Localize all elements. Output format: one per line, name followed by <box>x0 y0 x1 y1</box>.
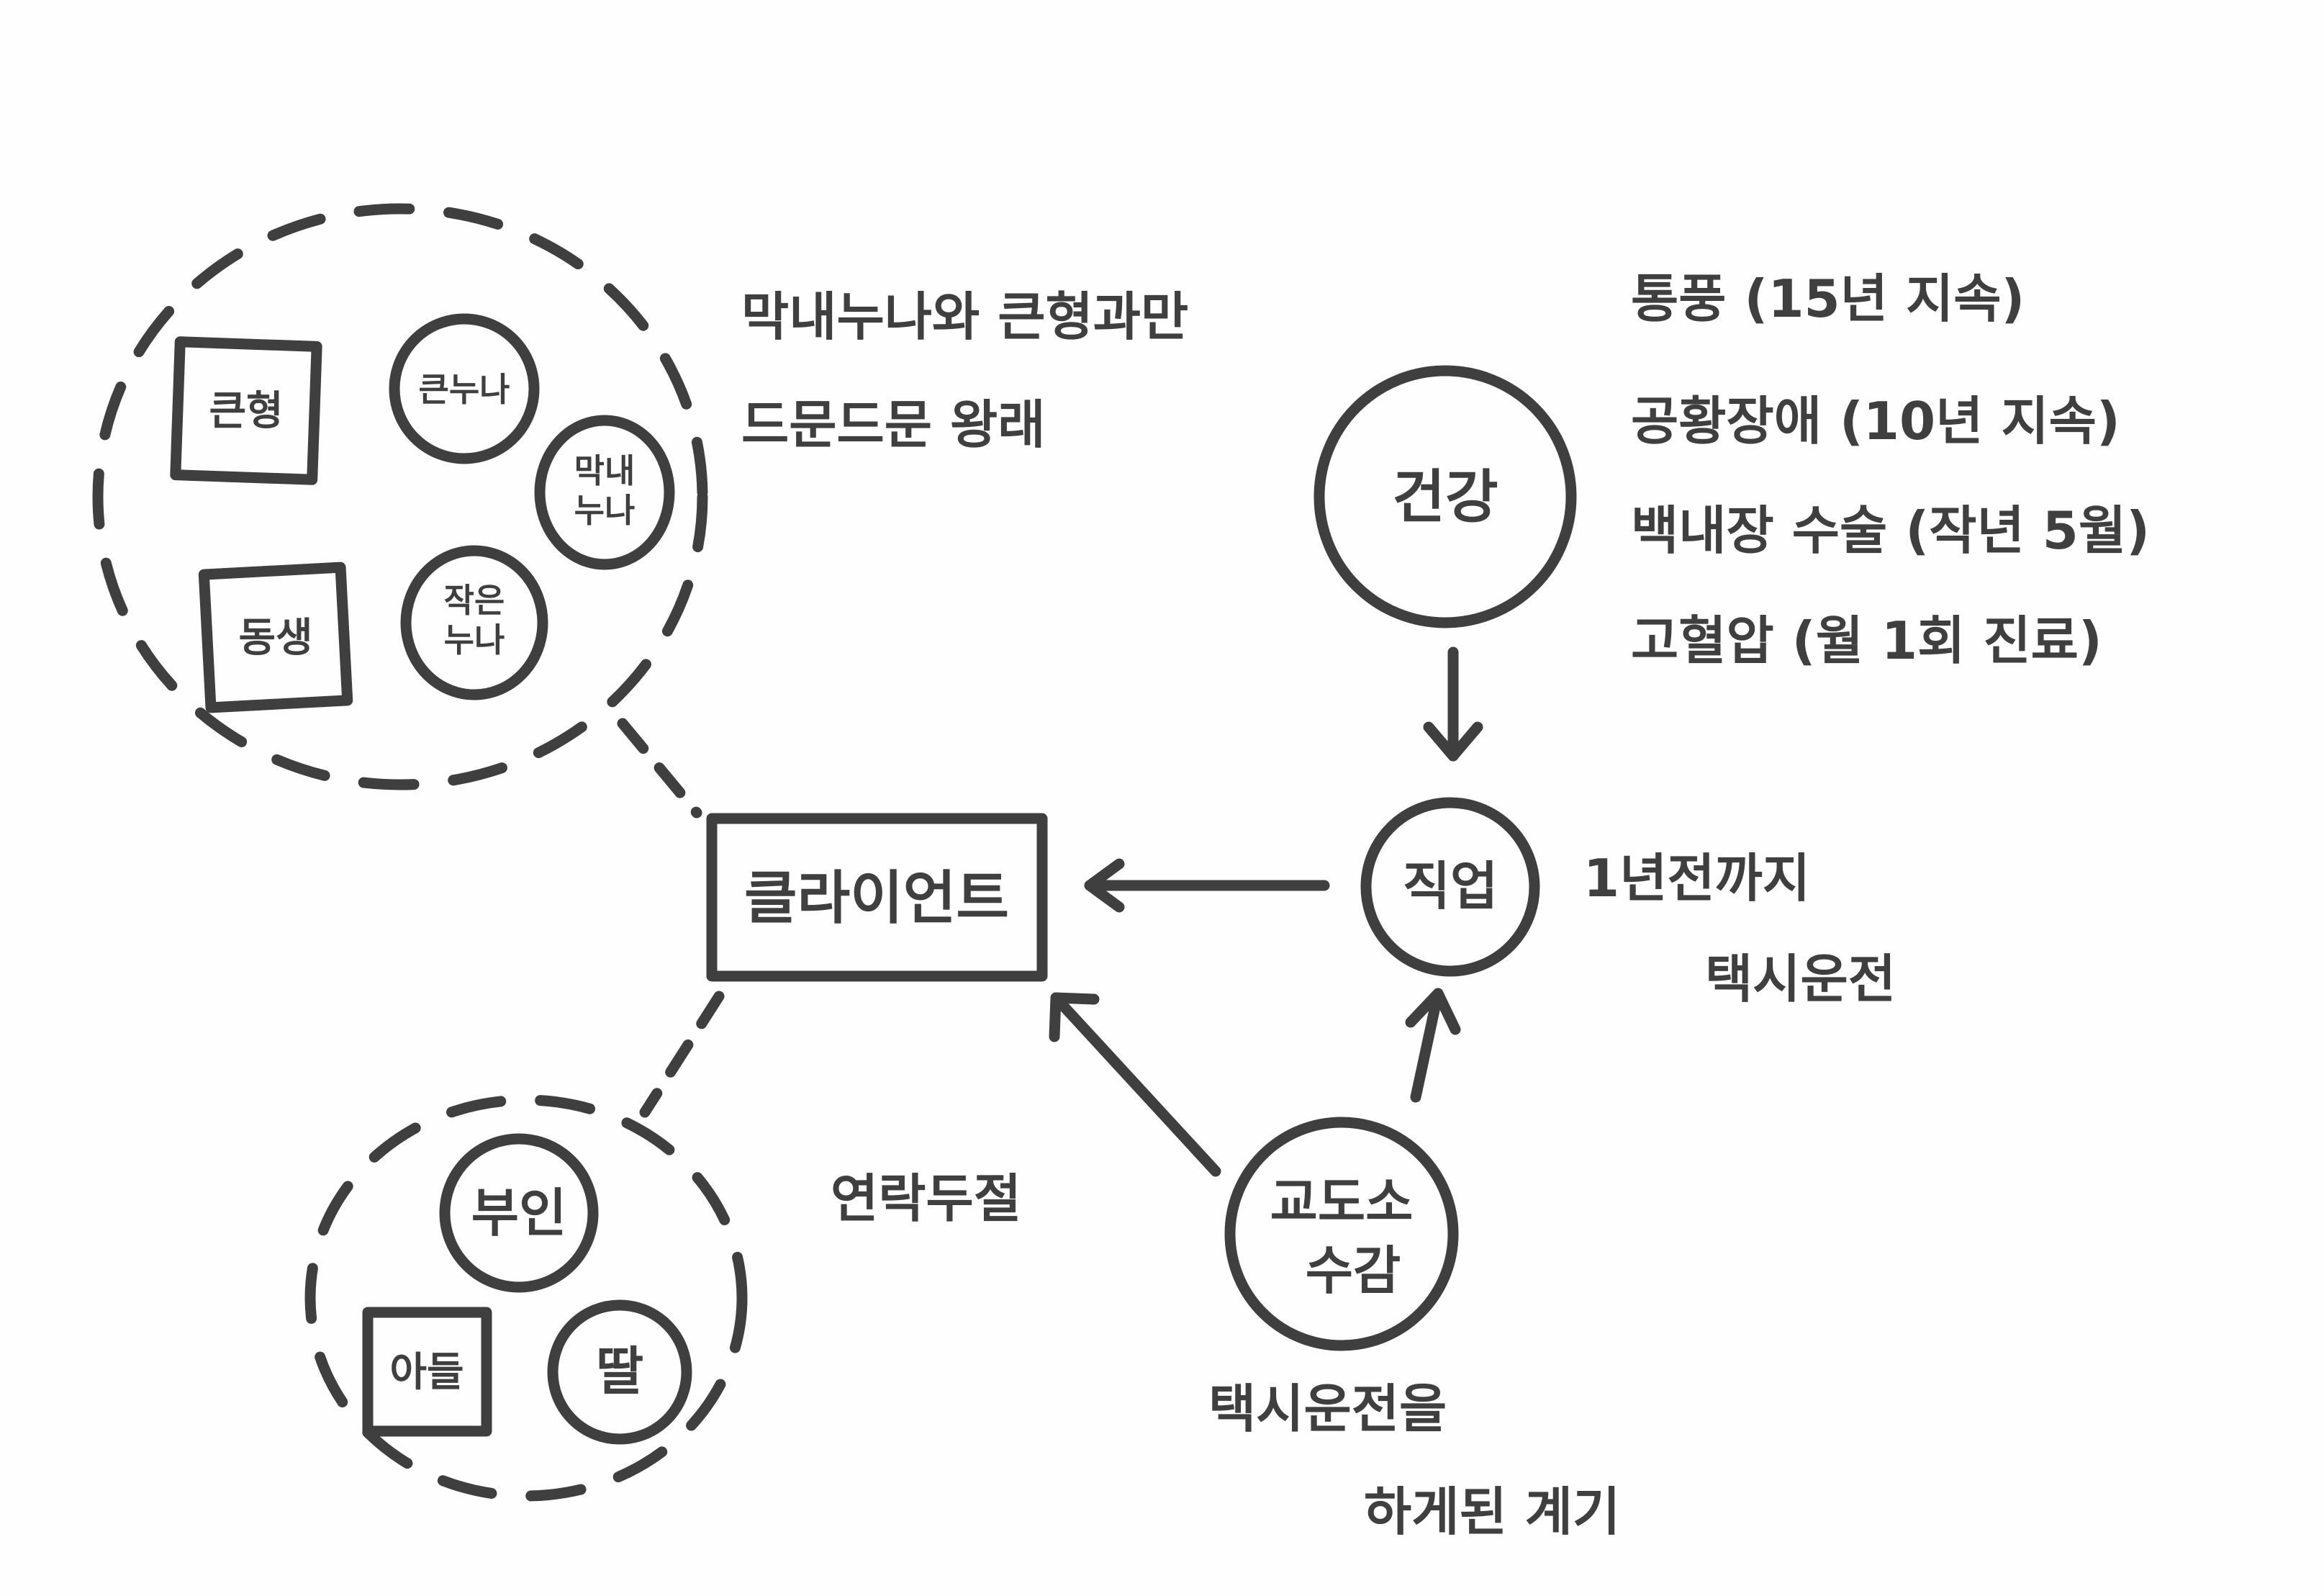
health-to-job-arrow <box>1423 646 1483 762</box>
prison-label-2: 수감 <box>1306 1240 1401 1301</box>
health-condition-3: 백내장 수술 (작년 5월) <box>1631 500 2150 561</box>
job-label: 직업 <box>1403 856 1498 916</box>
health-condition-4: 고혈압 (월 1회 진료) <box>1631 610 2102 671</box>
eldest-brother-label: 큰형 <box>209 388 283 435</box>
prison-to-job-arrow <box>1405 988 1461 1103</box>
daughter-circle <box>547 1299 692 1445</box>
youngest-sister-label-1: 막내 <box>574 451 636 490</box>
prison-note-line-2: 하게된 계기 <box>1364 1482 1620 1542</box>
health-label: 건강 <box>1392 464 1498 531</box>
sibling-group-boundary <box>92 203 708 790</box>
youngest-sister-label-2: 누나 <box>574 491 636 530</box>
daughter-label: 딸 <box>596 1341 643 1402</box>
prison-label-1: 교도소 <box>1270 1172 1414 1232</box>
son-box <box>362 1307 492 1437</box>
health-condition-2: 공황장애 (10년 지속) <box>1631 391 2120 451</box>
eldest-sister-label: 큰누나 <box>419 370 510 409</box>
job-circle <box>1360 797 1540 977</box>
youngest-sister-circle <box>534 415 675 570</box>
health-condition-1: 통풍 (15년 지속) <box>1631 269 2025 329</box>
health-circle <box>1314 365 1577 628</box>
own-family-note: 연락두절 <box>831 1168 1021 1229</box>
prison-note-line-1: 택시운전을 <box>1208 1379 1447 1439</box>
own-family-boundary <box>304 1094 748 1502</box>
middle-sister-label-2: 누나 <box>444 621 505 659</box>
job-note-line-1: 1년전까지 <box>1583 848 1810 909</box>
client-label: 클라이언트 <box>744 865 1009 932</box>
sibling-note-line-1: 막내누나와 큰형과만 <box>741 287 1188 347</box>
middle-sister-label-1: 작은 <box>444 581 505 620</box>
job-to-client-arrow <box>1084 858 1330 913</box>
sibling-note-line-2: 드문드문 왕래 <box>741 395 1046 455</box>
son-label: 아들 <box>389 1349 464 1396</box>
prison-circle <box>1224 1117 1459 1351</box>
wife-circle <box>439 1133 599 1293</box>
middle-sister-circle <box>400 545 548 700</box>
sibling-client-link <box>617 718 702 819</box>
prison-to-client-arrow <box>1049 992 1221 1177</box>
eldest-sister-circle <box>389 313 540 464</box>
wife-label: 부인 <box>471 1183 566 1243</box>
family-client-link <box>639 991 725 1118</box>
younger-sibling-box <box>198 562 353 713</box>
job-note-line-2: 택시운전 <box>1705 949 1896 1009</box>
younger-sibling-label: 동생 <box>238 615 312 662</box>
client-box <box>706 813 1048 982</box>
eldest-brother-box <box>170 336 322 485</box>
